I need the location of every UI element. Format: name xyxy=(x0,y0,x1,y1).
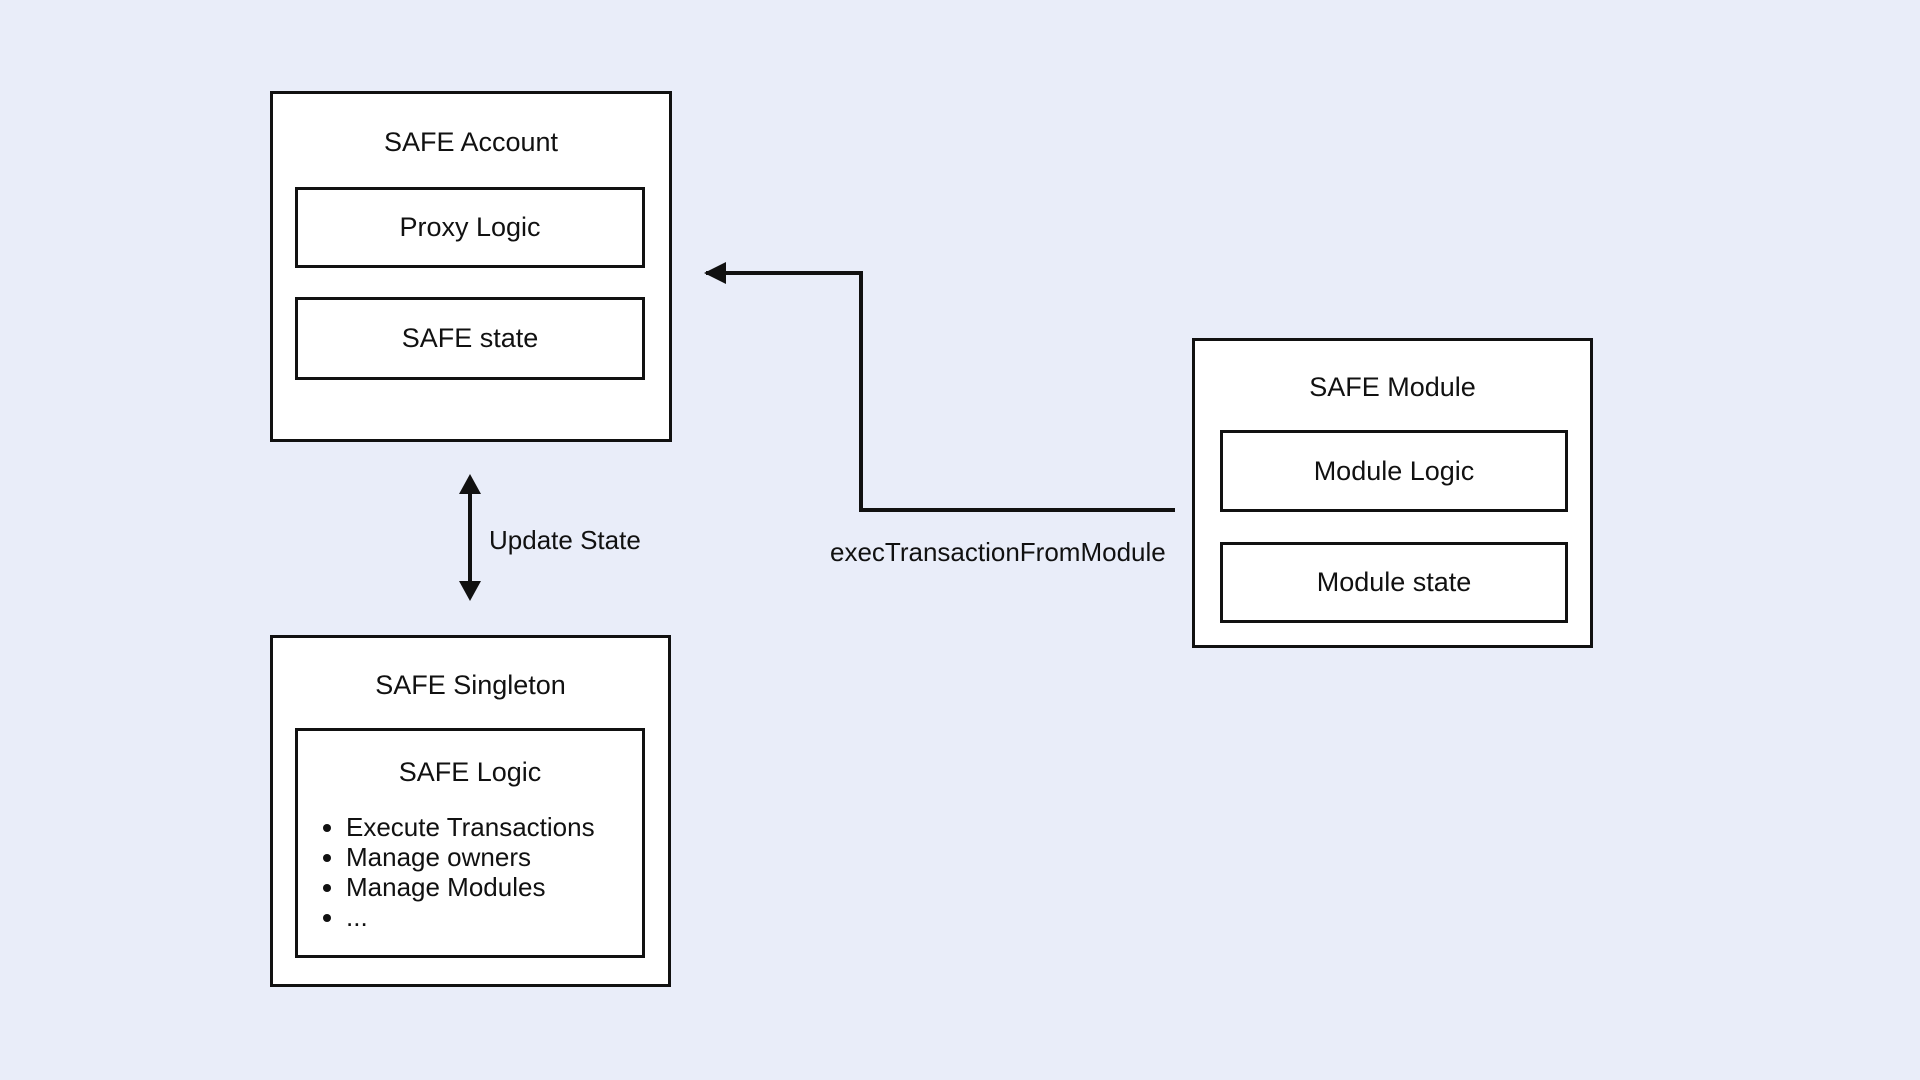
arrow-head-down-icon xyxy=(459,581,481,601)
update-state-arrow-label: Update State xyxy=(489,525,641,555)
exec-transaction-arrow-label: execTransactionFromModule xyxy=(830,537,1166,567)
node-safe-logic: SAFE Logic Execute Transactions Manage o… xyxy=(295,728,645,958)
proxy-logic-label: Proxy Logic xyxy=(399,212,541,242)
safe-singleton-title: SAFE Singleton xyxy=(375,670,566,700)
node-module-state: Module state xyxy=(1220,542,1568,623)
list-item: ... xyxy=(346,902,642,932)
arrow-segment xyxy=(706,271,863,275)
safe-logic-title: SAFE Logic xyxy=(398,757,542,787)
safe-account-title: SAFE Account xyxy=(383,127,559,157)
node-safe-state: SAFE state xyxy=(295,297,645,380)
safe-state-label: SAFE state xyxy=(401,323,539,353)
arrow-segment xyxy=(468,488,472,588)
module-logic-label: Module Logic xyxy=(1313,455,1475,486)
arrow-segment xyxy=(859,508,1175,512)
list-item: Execute Transactions xyxy=(346,812,642,842)
node-safe-singleton: SAFE Singleton SAFE Logic Execute Transa… xyxy=(270,635,671,987)
node-proxy-logic: Proxy Logic xyxy=(295,187,645,268)
node-safe-module: SAFE Module Module Logic Module state xyxy=(1192,338,1593,648)
arrow-head-up-icon xyxy=(459,474,481,494)
arrow-segment xyxy=(859,271,863,512)
node-module-logic: Module Logic xyxy=(1220,430,1568,512)
node-safe-account: SAFE Account Proxy Logic SAFE state xyxy=(270,91,672,442)
list-item: Manage Modules xyxy=(346,872,642,902)
safe-logic-feature-list: Execute Transactions Manage owners Manag… xyxy=(298,812,642,932)
module-state-label: Module state xyxy=(1316,567,1472,597)
safe-module-title: SAFE Module xyxy=(1309,372,1476,402)
list-item: Manage owners xyxy=(346,842,642,872)
